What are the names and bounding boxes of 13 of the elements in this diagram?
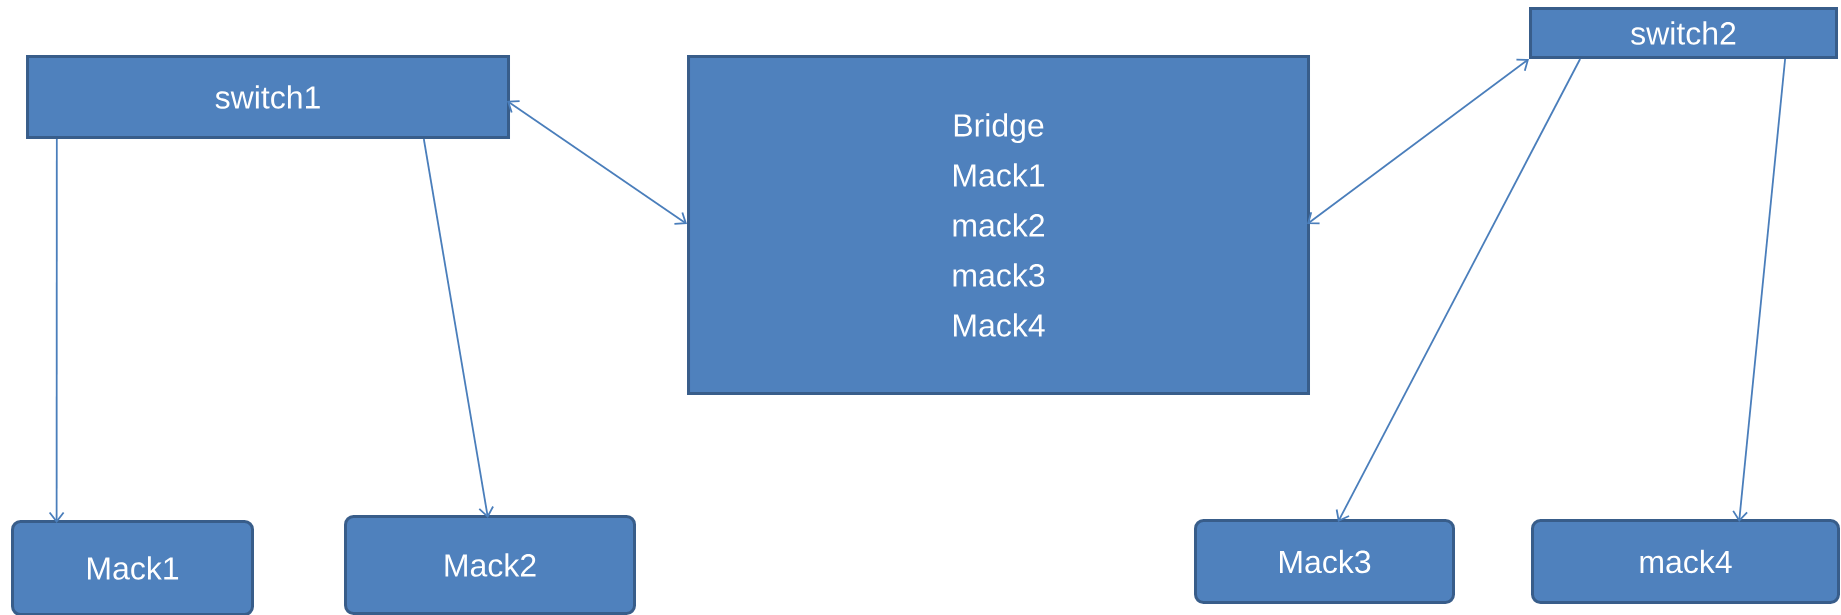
bridge-box: Bridge Mack1 mack2 mack3 Mack4 bbox=[687, 55, 1310, 395]
arrow bbox=[1732, 58, 1786, 522]
arrow bbox=[422, 138, 494, 518]
switch-box: switch2 bbox=[1529, 7, 1838, 59]
host-box: mack4 bbox=[1531, 519, 1840, 604]
host-box: Mack1 bbox=[11, 520, 254, 615]
arrow bbox=[507, 100, 688, 225]
host-box: Mack2 bbox=[344, 515, 636, 615]
host-box: Mack3 bbox=[1194, 519, 1455, 604]
switch-box: switch1 bbox=[26, 55, 510, 139]
arrow bbox=[1335, 58, 1581, 522]
arrow bbox=[1307, 58, 1529, 225]
arrow bbox=[48, 138, 65, 523]
